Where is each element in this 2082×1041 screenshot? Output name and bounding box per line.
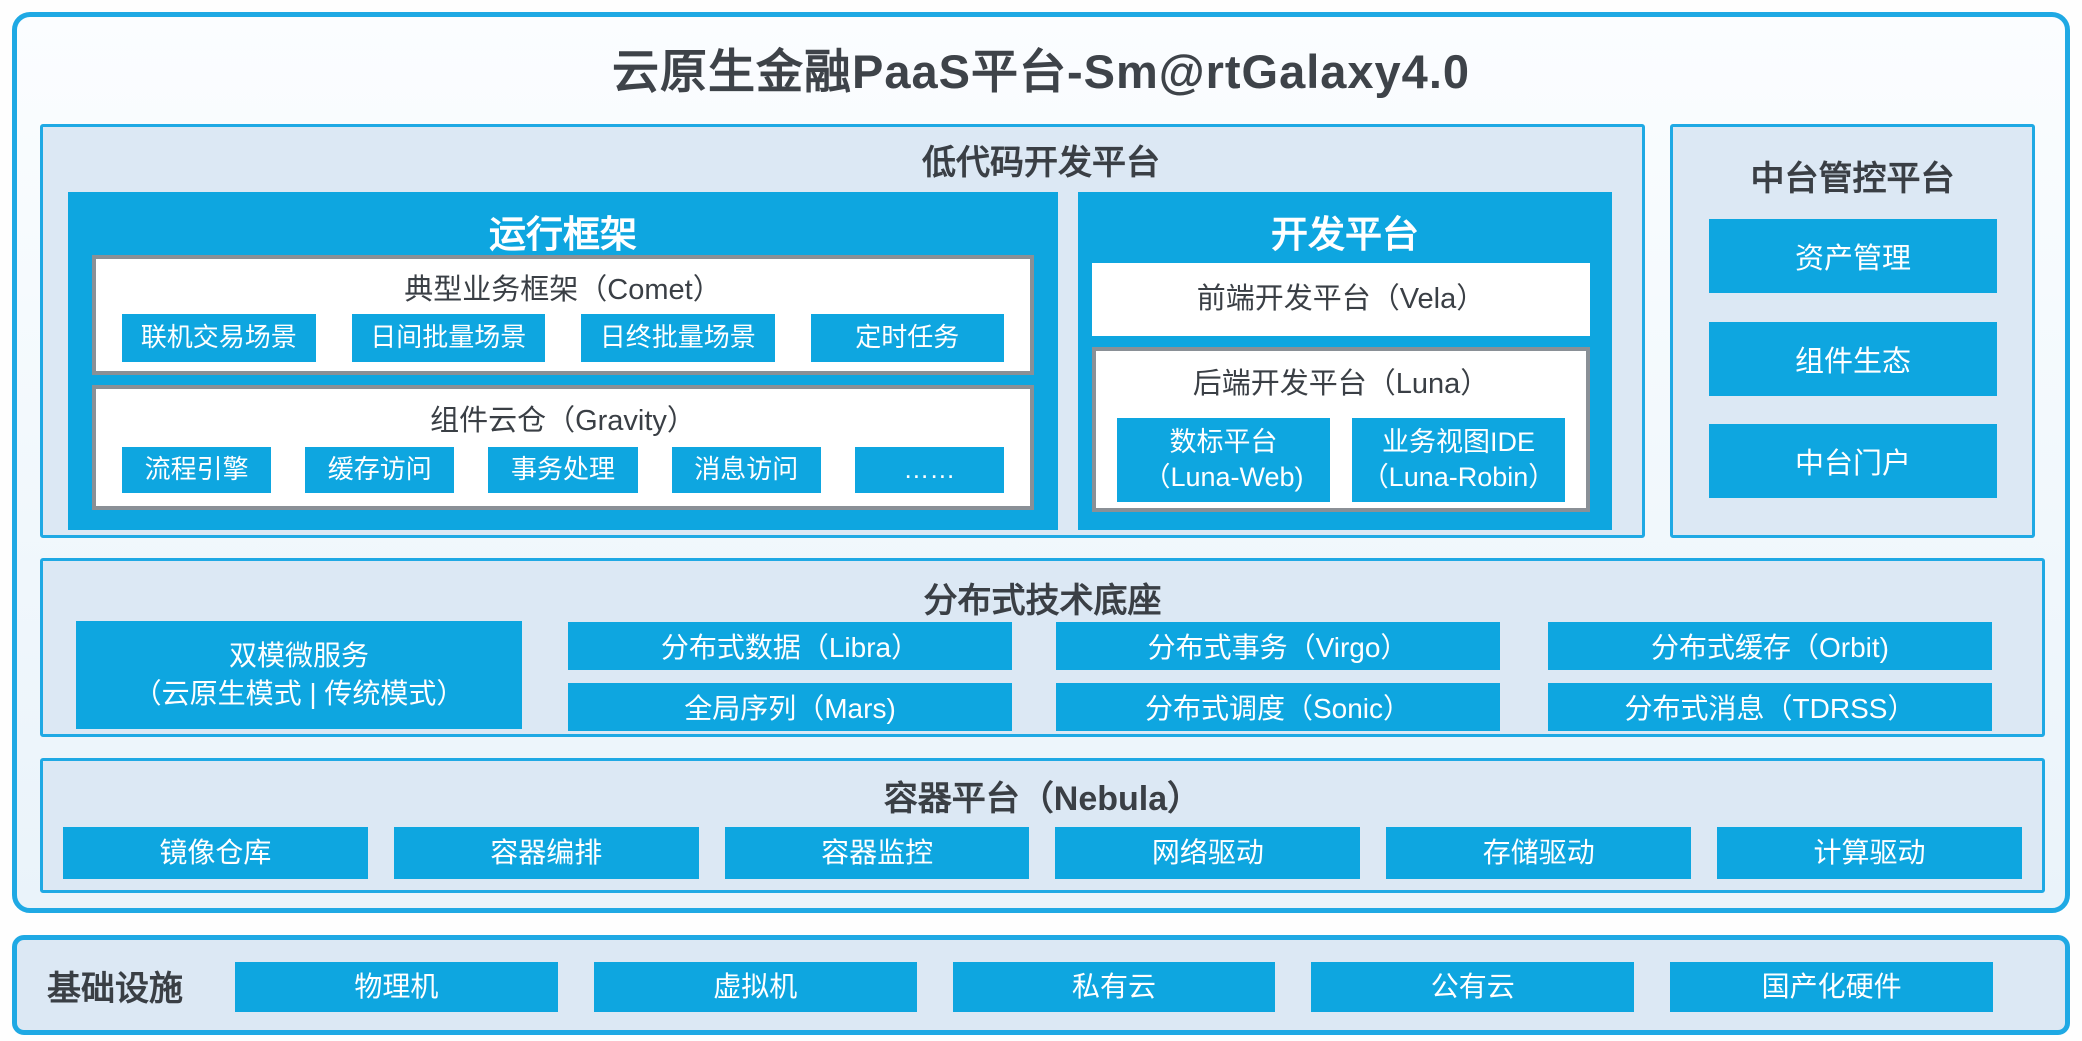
luna-backend-box: 后端开发平台（Luna） 数标平台 （Luna-Web) 业务视图IDE （Lu…: [1092, 347, 1590, 512]
container-platform-title: 容器平台（Nebula）: [883, 780, 1202, 818]
comet-item: 日终批量场景: [581, 314, 775, 362]
luna-robin-item: 业务视图IDE （Luna-Robin）: [1352, 418, 1565, 502]
distributed-item: 全局序列（Mars): [568, 683, 1012, 731]
gravity-warehouse-box: 组件云仓（Gravity） 流程引擎 缓存访问 事务处理 消息访问 ……: [92, 385, 1034, 510]
gravity-item: 事务处理: [488, 447, 638, 493]
comet-framework-title: 典型业务框架（Comet）: [404, 274, 722, 306]
container-item: 网络驱动: [1055, 827, 1361, 879]
infrastructure-item: 私有云: [952, 962, 1276, 1012]
infrastructure-item: 公有云: [1311, 962, 1635, 1012]
runtime-framework-title: 运行框架: [489, 214, 637, 255]
comet-items-row: 联机交易场景 日间批量场景 日终批量场景 定时任务: [122, 314, 1004, 362]
distributed-base-title: 分布式技术底座: [923, 582, 1162, 620]
dual-mode-line1: 双模微服务: [228, 640, 369, 672]
page-title: 云原生金融PaaS平台-Sm@rtGalaxy4.0: [611, 45, 1471, 98]
dev-platform-panel: 开发平台 前端开发平台（Vela） 后端开发平台（Luna） 数标平台 （Lun…: [1078, 192, 1612, 530]
container-item: 存储驱动: [1386, 827, 1692, 879]
gravity-item: 消息访问: [671, 447, 821, 493]
distributed-item: 分布式数据（Libra）: [568, 622, 1012, 670]
distributed-item: 分布式消息（TDRSS）: [1548, 683, 1992, 731]
luna-items-row: 数标平台 （Luna-Web) 业务视图IDE （Luna-Robin）: [1117, 418, 1565, 502]
midplatform-title: 中台管控平台: [1750, 160, 1955, 198]
midplatform-panel: 中台管控平台 资产管理 组件生态 中台门户: [1670, 124, 2035, 538]
distributed-item: 分布式调度（Sonic）: [1056, 683, 1500, 731]
infrastructure-item: 虚拟机: [593, 962, 917, 1012]
luna-robin-line2: （Luna-Robin）: [1361, 462, 1556, 492]
container-item: 容器编排: [393, 827, 699, 879]
comet-item: 联机交易场景: [122, 314, 316, 362]
infrastructure-band: 基础设施 物理机 虚拟机 私有云 公有云 国产化硬件: [12, 935, 2070, 1035]
midplatform-item: 组件生态: [1709, 322, 1997, 396]
infrastructure-items-row: 物理机 虚拟机 私有云 公有云 国产化硬件: [235, 962, 1993, 1012]
dual-mode-line2: （云原生模式 | 传统模式）: [133, 678, 465, 709]
infrastructure-item: 物理机: [235, 962, 558, 1012]
container-item: 容器监控: [724, 827, 1030, 879]
gravity-warehouse-title: 组件云仓（Gravity）: [430, 405, 696, 437]
comet-framework-box: 典型业务框架（Comet） 联机交易场景 日间批量场景 日终批量场景 定时任务: [92, 255, 1034, 375]
runtime-framework-panel: 运行框架 典型业务框架（Comet） 联机交易场景 日间批量场景 日终批量场景 …: [68, 192, 1058, 530]
gravity-items-row: 流程引擎 缓存访问 事务处理 消息访问 ……: [122, 447, 1005, 493]
gravity-item: 流程引擎: [122, 447, 272, 493]
container-item: 镜像仓库: [63, 827, 368, 879]
dual-mode-microservice-box: 双模微服务 （云原生模式 | 传统模式）: [76, 621, 522, 729]
container-platform-panel: 容器平台（Nebula） 镜像仓库 容器编排 容器监控 网络驱动 存储驱动 计算…: [40, 758, 2045, 893]
gravity-item: ……: [854, 447, 1005, 493]
distributed-item: 分布式缓存（Orbit): [1548, 622, 1992, 670]
lowcode-platform-title: 低代码开发平台: [922, 144, 1160, 182]
dev-platform-title: 开发平台: [1271, 214, 1419, 255]
distributed-item: 分布式事务（Virgo）: [1056, 622, 1500, 670]
luna-web-line2: （Luna-Web): [1143, 462, 1304, 492]
gravity-item: 缓存访问: [305, 447, 455, 493]
vela-frontend-label: 前端开发平台（Vela）: [1196, 283, 1486, 315]
luna-web-item: 数标平台 （Luna-Web): [1117, 418, 1330, 502]
distributed-base-panel: 分布式技术底座 双模微服务 （云原生模式 | 传统模式） 分布式数据（Libra…: [40, 558, 2045, 737]
midplatform-item: 中台门户: [1709, 424, 1997, 498]
container-item: 计算驱动: [1717, 827, 2022, 879]
container-items-row: 镜像仓库 容器编排 容器监控 网络驱动 存储驱动 计算驱动: [63, 827, 2022, 879]
vela-frontend-box: 前端开发平台（Vela）: [1092, 263, 1590, 336]
infrastructure-label: 基础设施: [47, 969, 183, 1008]
comet-item: 定时任务: [810, 314, 1004, 362]
luna-web-line1: 数标平台: [1169, 426, 1278, 457]
comet-item: 日间批量场景: [351, 314, 545, 362]
infrastructure-item: 国产化硬件: [1670, 962, 1993, 1012]
outer-frame: 云原生金融PaaS平台-Sm@rtGalaxy4.0 低代码开发平台 运行框架 …: [12, 12, 2070, 913]
luna-robin-line1: 业务视图IDE: [1381, 426, 1535, 457]
luna-backend-title: 后端开发平台（Luna）: [1192, 368, 1490, 400]
midplatform-item: 资产管理: [1709, 219, 1997, 293]
